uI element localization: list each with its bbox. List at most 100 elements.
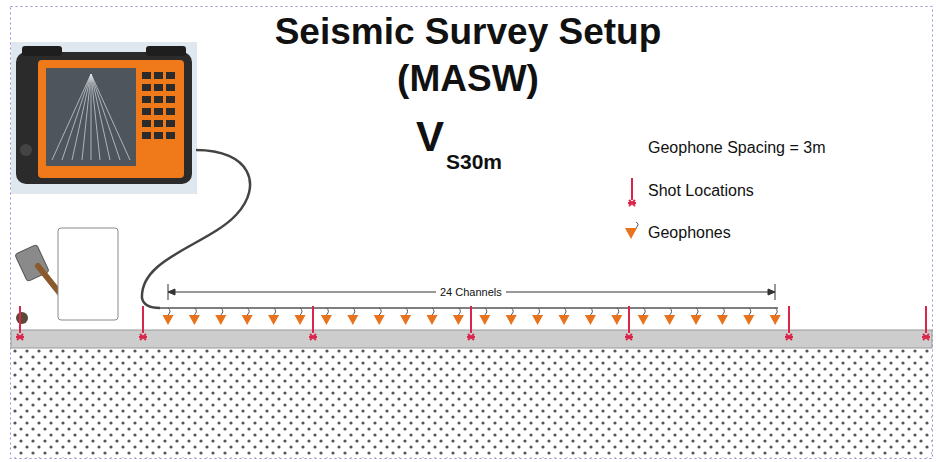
shot-star xyxy=(786,334,792,340)
geophone-spike xyxy=(321,315,332,325)
geophone-lead xyxy=(247,308,249,315)
geophone-spike xyxy=(743,315,754,325)
shot-marker xyxy=(788,306,790,333)
shot-location xyxy=(625,306,633,340)
geophone xyxy=(427,308,438,325)
geophone-spike xyxy=(242,315,253,325)
shot-star xyxy=(923,334,929,340)
geophone-lead xyxy=(670,308,672,315)
geophone xyxy=(691,308,702,325)
geophone xyxy=(717,308,728,325)
geophone xyxy=(770,308,781,325)
geophone xyxy=(664,308,675,325)
diagram-title: Seismic Survey Setup (MASW) xyxy=(220,8,716,102)
geophone-spike xyxy=(506,315,517,325)
geophone-lead xyxy=(511,308,513,315)
geophone-spike xyxy=(163,315,174,325)
geophone xyxy=(585,308,596,325)
dimension-label: 24 Channels xyxy=(436,284,506,300)
geophone-lead xyxy=(722,308,724,315)
geophone-lead xyxy=(221,308,223,315)
shot-location xyxy=(922,306,930,340)
geophone xyxy=(163,308,174,325)
shot-star xyxy=(140,334,146,340)
geophone xyxy=(506,308,517,325)
geophone-lead xyxy=(379,308,381,315)
vs-symbol: V xyxy=(416,113,444,161)
geophone-spike xyxy=(717,315,728,325)
geophone-lead xyxy=(194,308,196,315)
geophone-spike xyxy=(611,315,622,325)
shot-location xyxy=(139,306,147,340)
geophone-spike xyxy=(189,315,200,325)
shot-star xyxy=(310,334,316,340)
geophone xyxy=(479,308,490,325)
shot-marker xyxy=(470,306,472,333)
legend-label: Geophones xyxy=(648,224,731,242)
trigger-cable xyxy=(142,150,250,308)
geophone-lead xyxy=(168,308,170,315)
geophone-spike xyxy=(295,315,306,325)
soil-region xyxy=(11,348,932,458)
shot-star xyxy=(140,334,146,340)
geophone-spike xyxy=(400,315,411,325)
geophone xyxy=(400,308,411,325)
geophone-spike xyxy=(532,315,543,325)
geophone-lead xyxy=(458,308,460,315)
geophone xyxy=(321,308,332,325)
geophone-spike xyxy=(770,315,781,325)
geophone xyxy=(638,308,649,325)
legend-label: Shot Locations xyxy=(648,182,754,200)
geophone-lead xyxy=(353,308,355,315)
geophone-spike xyxy=(347,315,358,325)
geophone-lead xyxy=(274,308,276,315)
geophone xyxy=(453,308,464,325)
legend-geophone-symbol xyxy=(625,222,638,239)
geophone-lead xyxy=(775,308,777,315)
geophone-lead xyxy=(749,308,751,315)
geophone-lead xyxy=(590,308,592,315)
geophone-cable xyxy=(160,307,778,309)
shot-location xyxy=(467,306,475,340)
shot-star xyxy=(310,334,316,340)
geophone-spike xyxy=(427,315,438,325)
shot-star xyxy=(468,334,474,340)
geophone xyxy=(268,308,279,325)
shot-marker xyxy=(142,306,144,333)
shot-star xyxy=(786,334,792,340)
shot-star xyxy=(626,334,632,340)
shot-marker xyxy=(628,306,630,333)
geophone xyxy=(215,308,226,325)
geophone-lead xyxy=(326,308,328,315)
shot-location xyxy=(16,306,24,340)
geophone-lead xyxy=(617,308,619,315)
geophone-lead xyxy=(696,308,698,315)
dimension-line xyxy=(168,284,775,300)
geophone xyxy=(295,308,306,325)
geophone-lead xyxy=(538,308,540,315)
geophone xyxy=(374,308,385,325)
seismograph xyxy=(11,42,197,194)
geophone-spike xyxy=(585,315,596,325)
geophone-spike xyxy=(453,315,464,325)
geophone-lead xyxy=(643,308,645,315)
geophone-spike xyxy=(215,315,226,325)
shot-star xyxy=(468,334,474,340)
shot-marker xyxy=(312,306,314,333)
geophone xyxy=(532,308,543,325)
sledgehammer xyxy=(15,244,62,324)
geophone-spike xyxy=(374,315,385,325)
shot-location xyxy=(309,306,317,340)
geophone-lead xyxy=(485,308,487,315)
geophone-spike xyxy=(638,315,649,325)
geophone xyxy=(347,308,358,325)
geophone xyxy=(743,308,754,325)
geophone-spike xyxy=(268,315,279,325)
geophone-spike xyxy=(691,315,702,325)
strike-plate xyxy=(58,228,118,320)
geophone xyxy=(611,308,622,325)
spacing-note: Geophone Spacing = 3m xyxy=(648,139,825,157)
geophone xyxy=(242,308,253,325)
geophone-spike xyxy=(479,315,490,325)
shot-marker xyxy=(19,306,21,333)
